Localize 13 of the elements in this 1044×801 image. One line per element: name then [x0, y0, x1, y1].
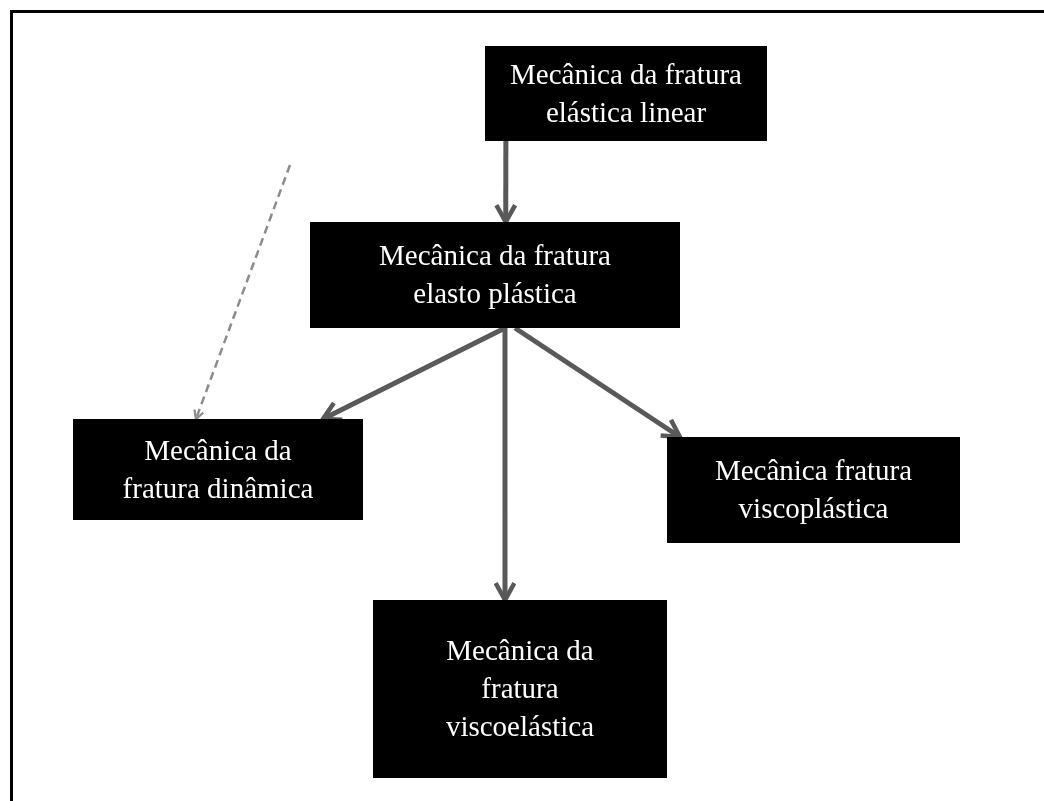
- box-label: Mecânica da fratura elasto plástica: [378, 238, 612, 311]
- box-label: Mecânica da fratura dinâmica: [121, 432, 315, 506]
- process-box: [667, 437, 960, 543]
- process-box: [373, 600, 667, 778]
- process-box: [73, 419, 363, 520]
- box-label: Mecânica fratura viscoplástica: [713, 453, 914, 526]
- arrow: [493, 328, 517, 603]
- process-box: [310, 222, 680, 328]
- box-label: Mecânica da fratura viscoelástica: [444, 633, 596, 744]
- arrow: [494, 141, 518, 225]
- process-box: [485, 46, 767, 141]
- box-label: Mecânica da fratura elástica linear: [509, 56, 743, 130]
- dashed-arrow: [193, 164, 292, 421]
